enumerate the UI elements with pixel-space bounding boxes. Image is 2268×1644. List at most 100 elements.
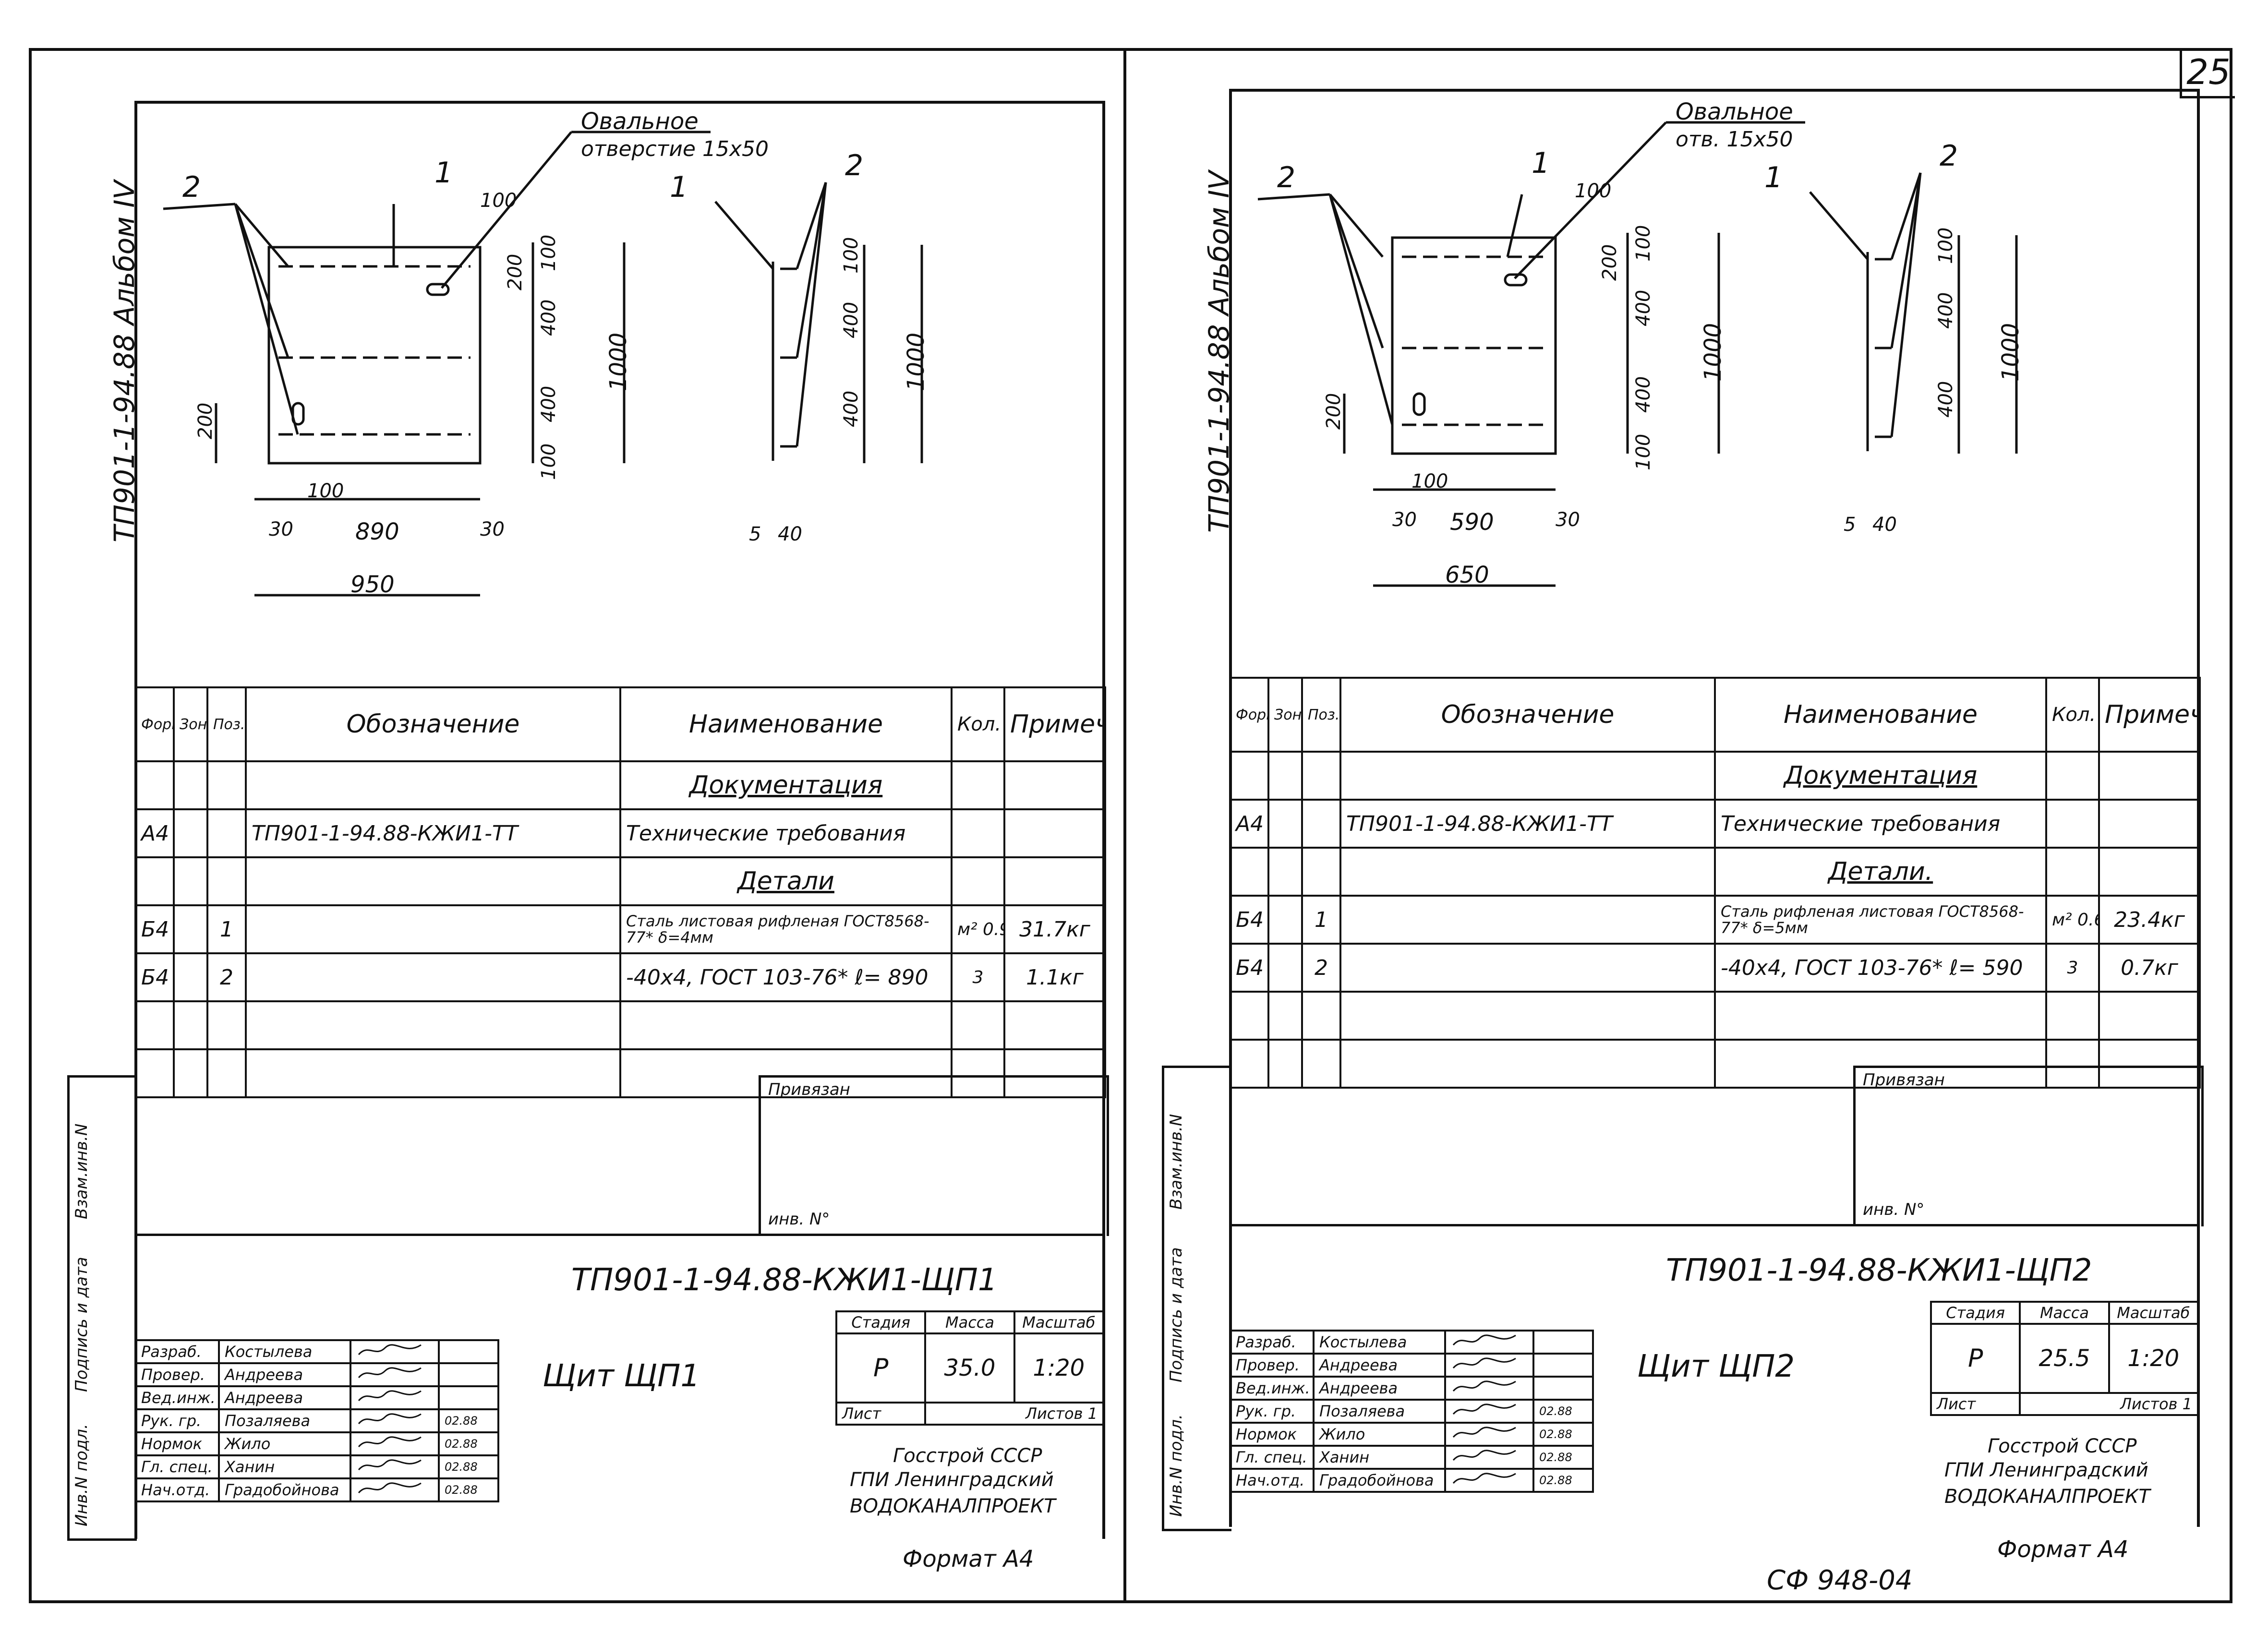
leader-line	[1328, 194, 1394, 425]
spec-pos	[1301, 751, 1341, 801]
signer-role: Вед.инж.	[134, 1385, 220, 1410]
signer-date: 02.88	[1532, 1468, 1594, 1493]
side-dim-400b: 400	[1935, 381, 1957, 418]
spec-row: А4 ТП901-1-94.88-КЖИ1-ТТ Технические тре…	[1229, 799, 2201, 849]
side-stamp-vzam: Взам.инв.N	[72, 1123, 91, 1219]
signer-signature	[350, 1431, 440, 1456]
doc-code: ТП901-1-94.88-КЖИ1-ЩП2	[1666, 1253, 2092, 1288]
spec-format: А4	[134, 808, 175, 858]
spec-pos	[1301, 847, 1341, 897]
signer-row: Вед.инж. Андреева	[134, 1385, 499, 1410]
dim-200b: 200	[194, 402, 217, 439]
signer-date	[438, 1362, 499, 1387]
dim-100c: 100	[1411, 470, 1448, 492]
signature-scribble	[358, 1436, 422, 1448]
signer-role: Нормок	[134, 1431, 220, 1456]
spec-qty	[2045, 799, 2100, 849]
leader-line	[1890, 172, 1922, 260]
leader-line	[441, 131, 572, 289]
spec-zone	[173, 904, 208, 954]
side-dim-1000: 1000	[903, 332, 929, 391]
sheet-label: Лист	[1930, 1392, 2021, 1416]
signer-signature	[1444, 1422, 1534, 1447]
spec-qty	[951, 1000, 1005, 1050]
spec-row: Детали	[134, 856, 1106, 906]
spec-format	[134, 1000, 175, 1050]
spec-designation	[1339, 943, 1716, 993]
side-dim-100: 100	[1935, 227, 1957, 264]
signer-signature	[1444, 1376, 1534, 1401]
spec-note	[1003, 760, 1106, 810]
signer-name: Костылева	[218, 1339, 351, 1364]
scale-value: 1:20	[2108, 1323, 2199, 1394]
signer-row: Вед.инж. Андреева	[1229, 1376, 1594, 1401]
signer-name: Ханин	[218, 1454, 351, 1479]
spec-header-row: Формат Зона Поз. Обозначение Наименовани…	[134, 686, 1106, 762]
spec-format	[134, 856, 175, 906]
spec-zone	[173, 760, 208, 810]
leader-line	[796, 182, 827, 447]
spec-name	[1714, 1039, 2047, 1089]
spec-qty	[2045, 1039, 2100, 1089]
stage-value: Р	[835, 1332, 927, 1404]
signer-row: Разраб. Костылева	[134, 1339, 499, 1364]
spec-row	[1229, 1039, 2201, 1089]
signer-name: Градобойнова	[1313, 1468, 1446, 1493]
dim-30b: 30	[1556, 509, 1580, 531]
spec-format	[134, 1048, 175, 1098]
leader-line	[1514, 121, 1667, 279]
inv-no-label: инв. N°	[1863, 1200, 1925, 1219]
dim-100b: 100	[1632, 433, 1654, 470]
doc-code: ТП901-1-94.88-КЖИ1-ЩП1	[571, 1262, 998, 1298]
header-pos: Поз.	[1301, 677, 1341, 753]
signer-date	[1532, 1330, 1594, 1355]
scale-label: Масштаб	[2108, 1301, 2199, 1325]
leader-line	[234, 203, 289, 267]
signer-row: Разраб. Костылева	[1229, 1330, 1594, 1355]
stage-header-row: Стадия Масса Масштаб	[1930, 1301, 2199, 1325]
spec-designation	[245, 856, 621, 906]
signature-scribble	[358, 1482, 422, 1494]
spec-name: Технические требования	[1714, 799, 2047, 849]
spec-zone	[1267, 991, 1303, 1041]
mass-label: Масса	[2019, 1301, 2110, 1325]
callout-1: 1	[434, 156, 453, 190]
signer-role: Рук. гр.	[134, 1408, 220, 1433]
signer-role: Вед.инж.	[1229, 1376, 1315, 1401]
spec-designation	[1339, 991, 1716, 1041]
stage-header-row: Стадия Масса Масштаб	[835, 1310, 1105, 1334]
side-dim-5: 5	[749, 523, 761, 545]
side-stamp-column	[1162, 1066, 1231, 1531]
org-line-3: ВОДОКАНАЛПРОЕКТ	[850, 1495, 1056, 1517]
callout-2: 2	[182, 170, 201, 204]
signature-scribble	[358, 1367, 422, 1379]
spec-zone	[173, 808, 208, 858]
signer-signature	[1444, 1330, 1534, 1355]
signer-row: Провер. Андреева	[134, 1362, 499, 1387]
spec-zone	[1267, 1039, 1303, 1089]
drawing-sheet-1: ТП901-1-94.88 Альбом IV	[0, 0, 1123, 1644]
header-designation: Обозначение	[1339, 677, 1716, 753]
spec-pos: 1	[1301, 895, 1341, 945]
signer-signature	[1444, 1468, 1534, 1493]
signers-table: Разраб. Костылева Провер. Андреева Вед.и…	[134, 1339, 499, 1502]
specification-table: Формат Зона Поз. Обозначение Наименовани…	[134, 686, 1106, 1098]
drawing-sheet-2: ТП901-1-94.88 Альбом IV	[1095, 0, 2218, 1634]
spec-note	[1003, 1048, 1106, 1098]
spec-format: Б4	[134, 952, 175, 1002]
dim-400b: 400	[1632, 376, 1654, 413]
side-dim-5: 5	[1844, 514, 1856, 536]
signature-scribble	[358, 1344, 422, 1356]
spec-name	[619, 1000, 953, 1050]
signer-row: Нач.отд. Градобойнова 02.88	[134, 1477, 499, 1502]
header-note: Примеч.	[2098, 677, 2201, 753]
signer-date: 02.88	[1532, 1399, 1594, 1424]
side-dim-400a: 400	[840, 301, 862, 338]
org-line-1: Госстрой СССР	[893, 1445, 1042, 1467]
spec-qty: м² 0.95	[951, 904, 1005, 954]
spec-row: Б4 2 -40х4, ГОСТ 103-76* ℓ= 890 3 1.1кг	[134, 952, 1106, 1002]
dim-top: 100	[1575, 180, 1612, 202]
spec-zone	[173, 856, 208, 906]
signer-name: Костылева	[1313, 1330, 1446, 1355]
signer-date: 02.88	[438, 1408, 499, 1433]
